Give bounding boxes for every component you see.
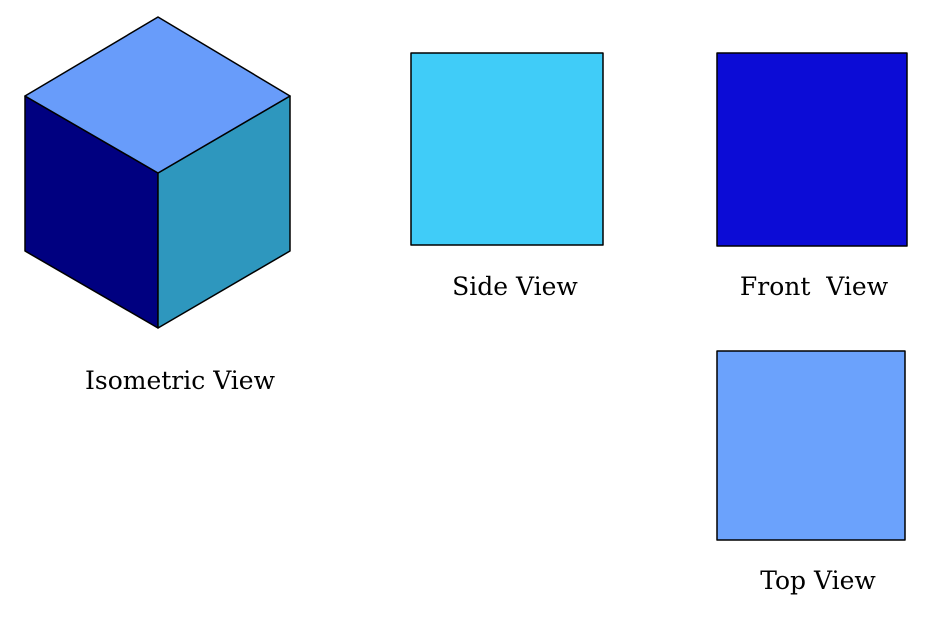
- top-view-label: Top View: [760, 566, 876, 595]
- side-view-square: [410, 52, 604, 246]
- isometric-view-label: Isometric View: [84, 366, 276, 395]
- front-view-label: Front View: [739, 272, 889, 301]
- isometric-cube: [24, 16, 291, 329]
- top-view-square: [716, 350, 906, 541]
- side-view-label: Side View: [452, 272, 578, 301]
- cube-top-face: [24, 16, 291, 174]
- front-view-square: [716, 52, 908, 247]
